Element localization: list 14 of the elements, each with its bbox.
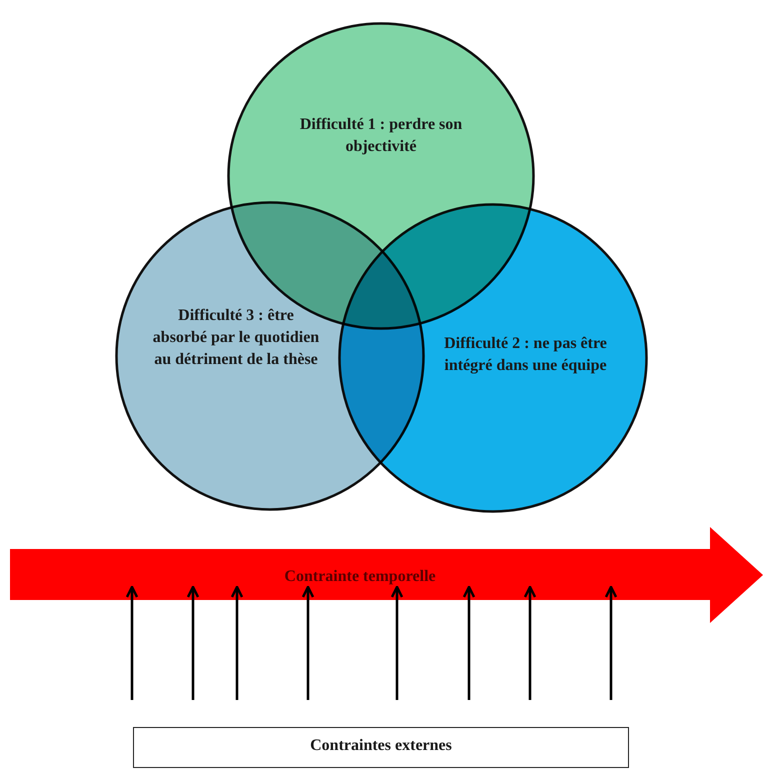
arrow (186, 586, 200, 700)
label-text: Difficulté 1 : perdre son objectivité (298, 115, 464, 157)
label-text: Contraintes externes (310, 736, 452, 756)
label-text: Difficulté 3 : être absorbé par le quotidien au détriment de la thèse (152, 306, 320, 370)
arrow (524, 586, 536, 700)
arrow (230, 586, 244, 700)
label-text: Difficulté 2 : ne pas être intégré dans une équipe (443, 334, 608, 376)
arrow (604, 586, 618, 700)
arrow (462, 586, 476, 700)
arrow (302, 586, 314, 700)
label-text: Contrainte temporelle (284, 567, 436, 587)
arrow (390, 586, 404, 700)
text-box (133, 727, 629, 768)
arrow (126, 586, 138, 700)
